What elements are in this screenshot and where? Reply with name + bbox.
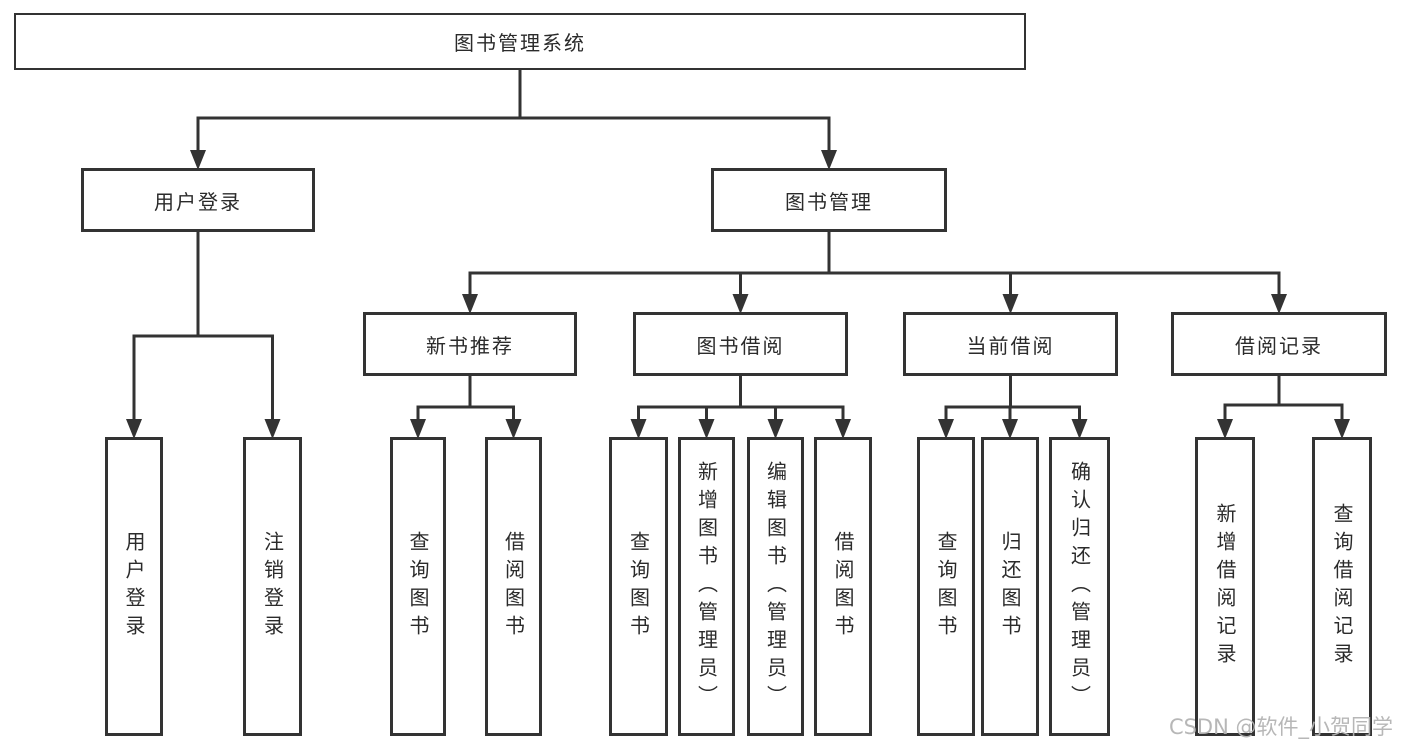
watermark-text: CSDN @软件_小贺同学 <box>1168 715 1393 739</box>
node-label-leaf-bor-query: 查询图书 <box>626 530 651 643</box>
arrowhead-icon <box>126 419 142 439</box>
arrowhead-icon <box>1002 294 1019 314</box>
arrowhead-icon <box>938 419 954 439</box>
arrowhead-icon <box>264 419 281 439</box>
node-borrow: 图书借阅 <box>633 312 848 376</box>
node-leaf-rec-add: 新增借阅记录 <box>1195 437 1255 736</box>
node-leaf-user-login: 用户登录 <box>105 437 163 736</box>
node-login: 用户登录 <box>81 168 315 232</box>
node-mgmt: 图书管理 <box>711 168 947 232</box>
node-label-leaf-rec-query: 查询借阅记录 <box>1330 502 1354 671</box>
node-label-records: 借阅记录 <box>1235 333 1323 358</box>
node-leaf-bor-add: 新增图书（管理员） <box>678 437 735 736</box>
node-label-leaf-cur-confirm: 确认归还（管理员） <box>1067 460 1092 713</box>
arrowhead-icon <box>1217 419 1233 439</box>
node-leaf-bor-borrow: 借阅图书 <box>814 437 872 736</box>
node-label-leaf-bor-edit: 编辑图书（管理员） <box>763 460 788 713</box>
node-leaf-bor-edit: 编辑图书（管理员） <box>747 437 804 736</box>
arrowhead-icon <box>1334 419 1350 439</box>
arrowhead-icon <box>630 419 647 439</box>
arrowhead-icon <box>732 294 749 314</box>
node-leaf-new-query: 查询图书 <box>390 437 446 736</box>
arrowhead-icon <box>767 419 784 439</box>
arrowhead-icon <box>698 419 715 439</box>
node-leaf-cur-return: 归还图书 <box>981 437 1039 736</box>
node-label-leaf-rec-add: 新增借阅记录 <box>1213 502 1237 671</box>
arrowhead-icon <box>835 419 851 439</box>
node-root: 图书管理系统 <box>14 13 1026 70</box>
node-label-leaf-user-login: 用户登录 <box>122 530 146 643</box>
node-label-current: 当前借阅 <box>966 333 1055 358</box>
node-leaf-rec-query: 查询借阅记录 <box>1312 437 1372 736</box>
arrowhead-icon <box>1002 419 1018 439</box>
node-label-leaf-bor-add: 新增图书（管理员） <box>694 460 719 713</box>
node-label-leaf-new-query: 查询图书 <box>406 530 430 643</box>
node-leaf-cur-confirm: 确认归还（管理员） <box>1049 437 1110 736</box>
node-label-leaf-new-borrow: 借阅图书 <box>501 530 526 643</box>
arrowhead-icon <box>1271 294 1287 314</box>
node-label-leaf-cur-return: 归还图书 <box>998 530 1022 643</box>
node-label-leaf-cur-query: 查询图书 <box>934 530 958 643</box>
node-leaf-bor-query: 查询图书 <box>609 437 668 736</box>
node-label-login: 用户登录 <box>154 189 242 214</box>
node-label-mgmt: 图书管理 <box>785 189 873 214</box>
arrowhead-icon <box>410 419 426 439</box>
node-leaf-new-borrow: 借阅图书 <box>485 437 542 736</box>
node-current: 当前借阅 <box>903 312 1118 376</box>
node-label-root: 图书管理系统 <box>454 31 586 55</box>
node-records: 借阅记录 <box>1171 312 1387 376</box>
arrowhead-icon <box>1071 419 1088 439</box>
node-leaf-cur-query: 查询图书 <box>917 437 975 736</box>
node-newbook: 新书推荐 <box>363 312 577 376</box>
node-label-newbook: 新书推荐 <box>426 333 514 358</box>
arrowhead-icon <box>505 419 522 439</box>
node-label-leaf-logout: 注销登录 <box>260 530 285 643</box>
arrowhead-icon <box>190 150 206 170</box>
node-label-leaf-bor-borrow: 借阅图书 <box>831 530 855 643</box>
node-label-borrow: 图书借阅 <box>696 333 785 358</box>
node-leaf-logout: 注销登录 <box>243 437 302 736</box>
arrowhead-icon <box>462 294 478 314</box>
arrowhead-icon <box>821 150 837 170</box>
